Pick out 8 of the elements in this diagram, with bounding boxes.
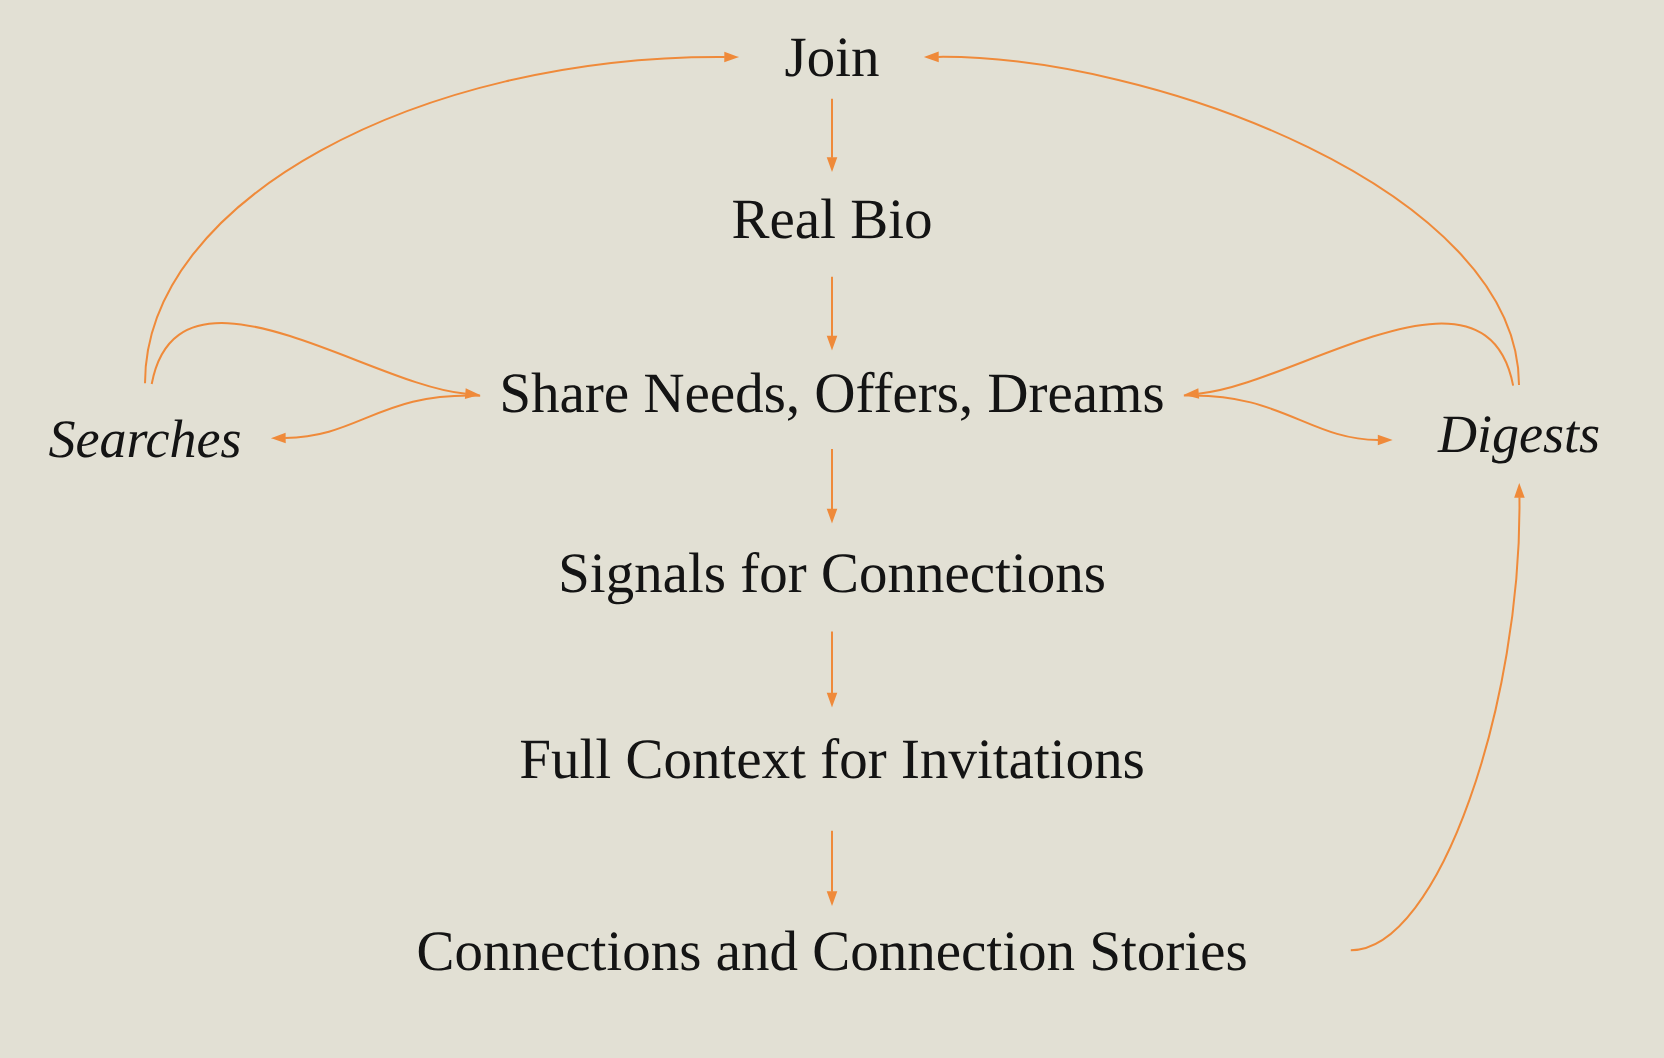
step-label: Real Bio (733, 198, 931, 239)
step-label: Full Context for Invitations (520, 737, 1143, 779)
step-label: Join (785, 38, 879, 77)
step-label: Signals for Connections (561, 551, 1104, 605)
channel-label: Searches (49, 419, 240, 458)
channel-label: Digests (1437, 416, 1599, 464)
step-label: Share Needs, Offers, Dreams (503, 371, 1163, 421)
step-label: Connections and Connection Stories (418, 930, 1246, 971)
